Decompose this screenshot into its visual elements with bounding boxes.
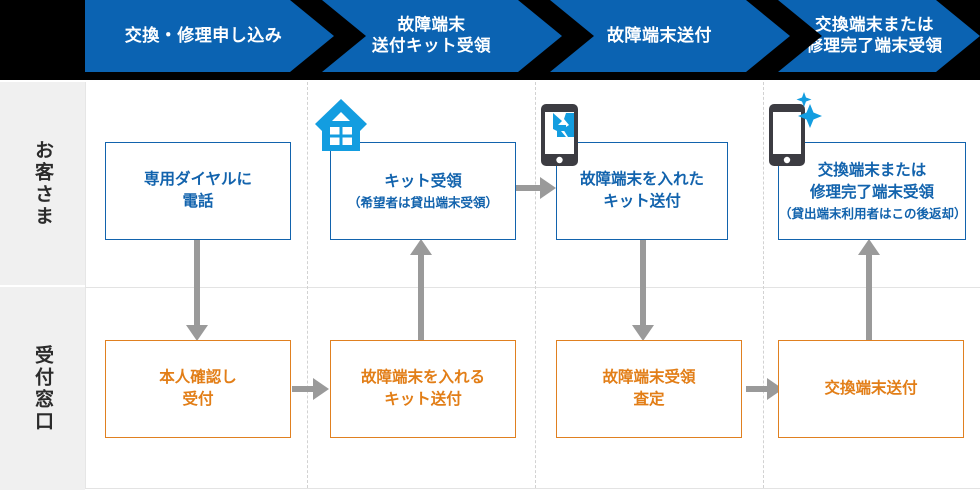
customer-box-1[interactable]: 専用ダイヤルに 電話 [105,142,291,240]
banner-step-4[interactable]: 交換端末または 修理完了端末受領 [769,0,980,72]
row-label-customer-text: お客さま [32,139,53,228]
customer-box-4-title: 交換端末または 修理完了端末受領 [809,161,934,201]
customer-box-3[interactable]: 故障端末を入れた キット送付 [556,142,728,240]
counter-box-2[interactable]: 故障端末を入れる キット送付 [330,340,516,438]
arrow-down-col1 [186,240,208,341]
row-label-counter: 受付窓口 [0,287,85,490]
customer-box-3-title: 故障端末を入れた キット送付 [579,171,704,210]
grid-col-divider-2 [535,82,536,488]
arrow-right-customer-2-3 [515,177,556,199]
arrow-right-counter-1-2 [292,378,329,400]
counter-box-3[interactable]: 故障端末受領 査定 [556,340,742,438]
counter-box-4[interactable]: 交換端末送付 [778,340,964,438]
arrow-right-counter-3-4 [746,378,783,400]
banner-step-4-label: 交換端末または 修理完了端末受領 [806,15,943,55]
banner-step-1-label: 交換・修理申し込み [124,26,283,46]
grid-row-divider [85,287,980,288]
process-steps-banner: 交換・修理申し込み 故障端末 送付キット受領 故障端末送付 交換端末または 修理… [0,0,980,80]
arrow-up-col2 [410,239,432,354]
row-label-counter-text: 受付窓口 [32,344,53,433]
grid-col-divider-1 [307,82,308,488]
banner-step-3-label: 故障端末送付 [607,26,712,46]
grid-col-divider-3 [763,82,764,488]
customer-box-2[interactable]: キット受領 （希望者は貸出端末受領） [330,142,516,240]
customer-box-2-title: キット受領 [384,172,462,190]
grid-left-border [85,82,86,488]
customer-box-2-note: （希望者は貸出端末受領） [347,195,498,210]
sparkle-phone-icon [765,90,827,170]
row-label-customer: お客さま [0,82,85,285]
counter-box-1-title: 本人確認し 受付 [159,369,237,408]
banner-step-3[interactable]: 故障端末送付 [541,0,778,72]
arrow-up-col4 [858,239,880,354]
banner-step-2[interactable]: 故障端末 送付キット受領 [313,0,550,72]
customer-box-4[interactable]: 交換端末または 修理完了端末受領 （貸出端末利用者はこの後返却） [778,142,967,240]
counter-box-4-title: 交換端末送付 [824,380,918,397]
house-icon [313,97,369,155]
banner-step-1[interactable]: 交換・修理申し込み [85,0,322,72]
broken-phone-icon [540,103,586,169]
arrow-down-col3 [632,240,654,341]
grid-bottom-border [85,488,980,489]
customer-box-1-title: 専用ダイヤルに 電話 [143,171,253,210]
counter-box-1[interactable]: 本人確認し 受付 [105,340,291,438]
customer-box-4-note: （貸出端末利用者はこの後返却） [779,206,967,221]
counter-box-2-title: 故障端末を入れる キット送付 [360,369,485,408]
counter-box-3-title: 故障端末受領 査定 [602,369,696,408]
banner-step-2-label: 故障端末 送付キット受領 [372,15,491,55]
